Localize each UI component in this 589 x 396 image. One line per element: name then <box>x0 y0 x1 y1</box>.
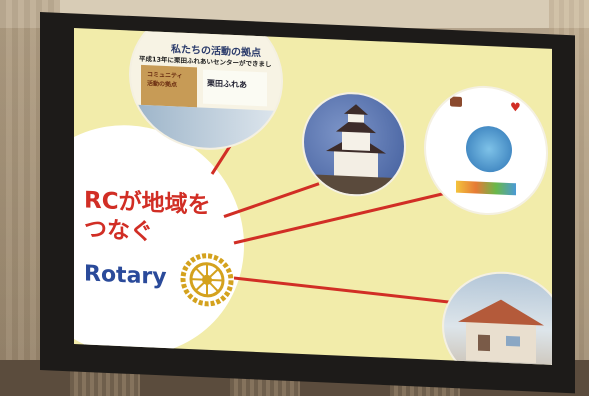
connector-line <box>233 276 455 305</box>
activity-center-circle: 私たちの活動の拠点 平成13年に栗田ふれあいセンターができまし コミュニティ 活… <box>129 28 283 154</box>
building-photo <box>131 104 281 152</box>
projected-slide: 私たちの活動の拠点 平成13年に栗田ふれあいセンターができまし コミュニティ 活… <box>74 28 552 365</box>
connector-line <box>233 190 450 245</box>
globe-logo <box>466 125 512 174</box>
community-label-2: 活動の拠点 <box>147 80 178 89</box>
house-icon <box>458 299 544 364</box>
coffee-cup-icon <box>450 96 462 107</box>
center-sign-text: 栗田ふれあ <box>207 78 247 90</box>
center-signboard: 栗田ふれあ <box>203 69 267 107</box>
connector-line <box>223 182 320 218</box>
heart-icon: ♥ <box>510 100 521 115</box>
rotary-wheel-icon <box>180 253 234 307</box>
castle-icon <box>304 104 404 197</box>
building-photo-circle <box>442 269 552 365</box>
main-slogan-line2: つなぐ <box>84 216 153 246</box>
children-illustration <box>456 180 516 196</box>
rotary-wordmark: Rotary <box>84 261 167 291</box>
